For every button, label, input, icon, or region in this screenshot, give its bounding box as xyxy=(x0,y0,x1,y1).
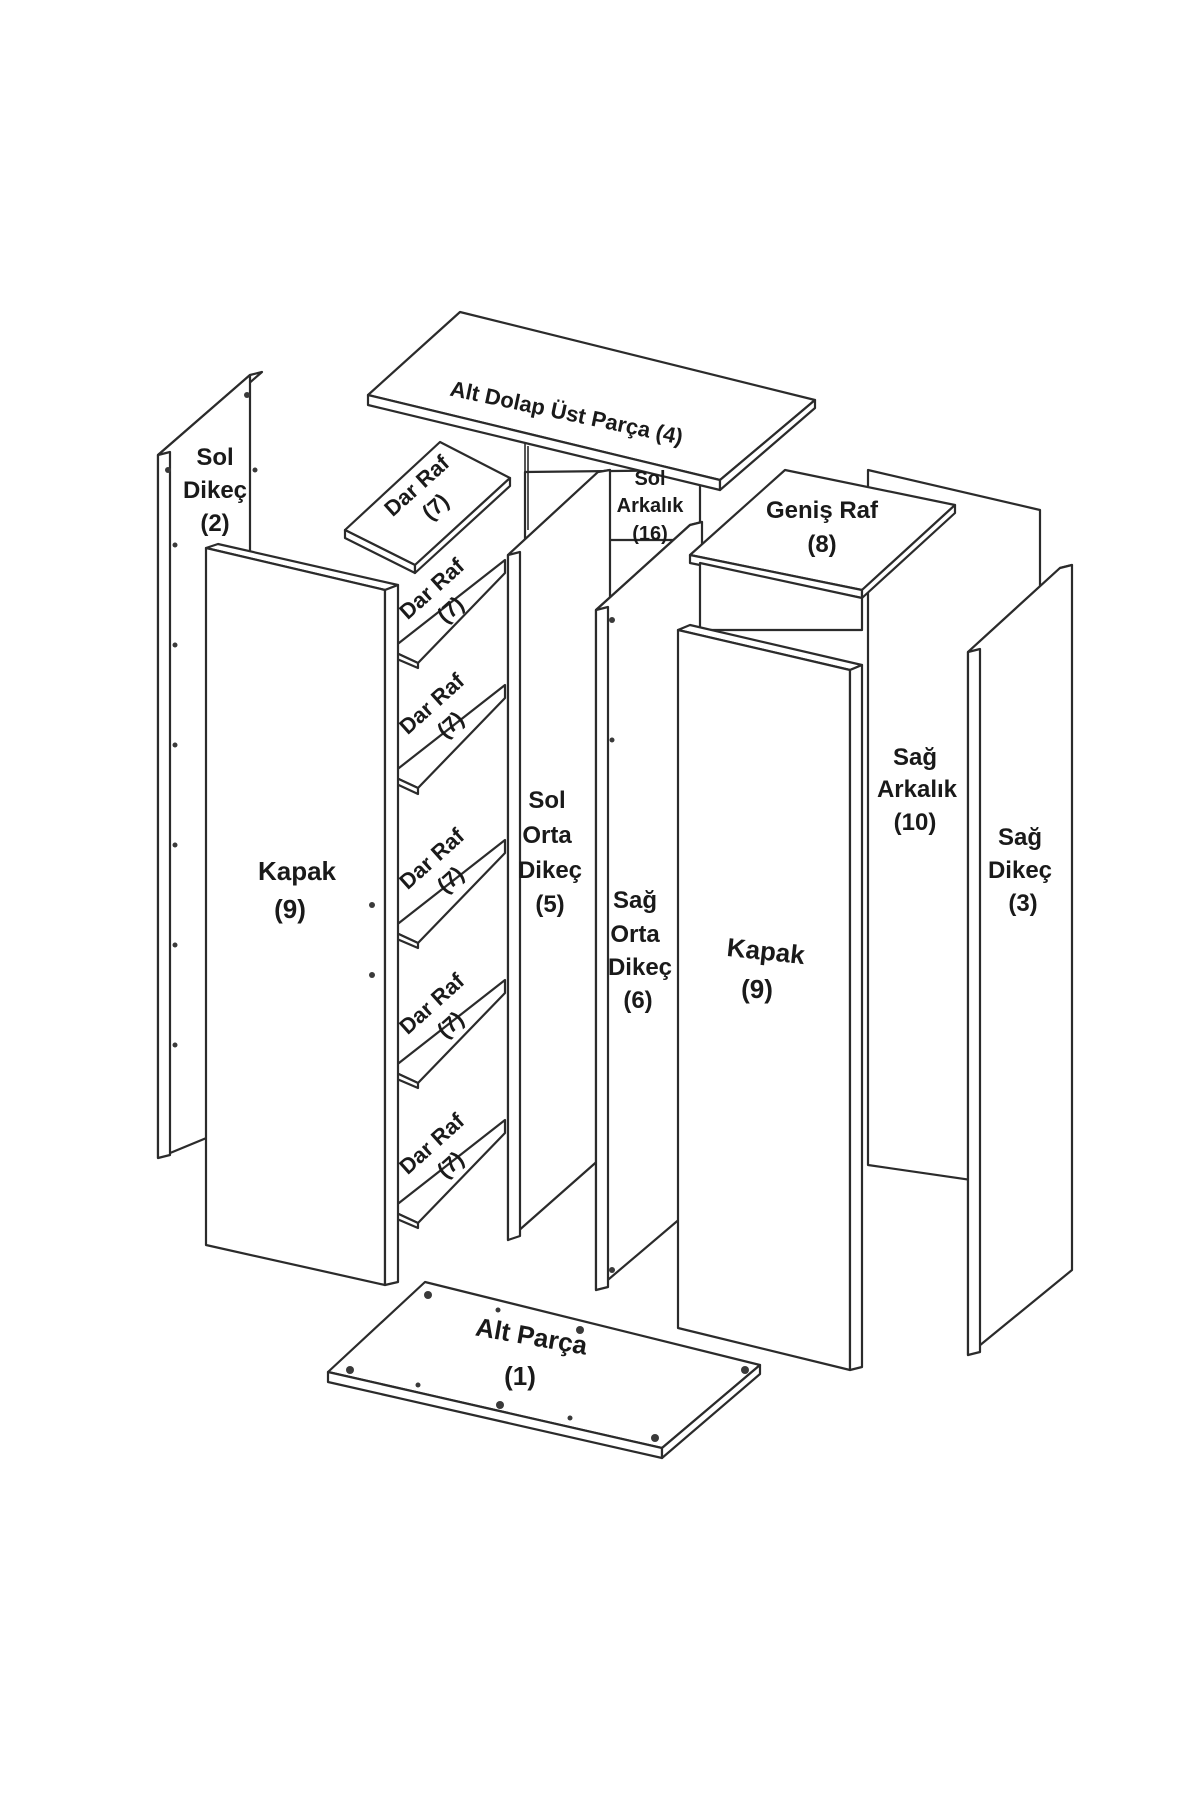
sag-dikec-panel xyxy=(966,563,1074,1357)
svg-text:Orta: Orta xyxy=(522,822,572,849)
label-sol-arkalik: Sol Arkalık (16) xyxy=(617,468,685,545)
svg-text:Kapak: Kapak xyxy=(258,856,337,886)
svg-text:(16): (16) xyxy=(632,523,668,545)
label-kapak-left: Kapak (9) xyxy=(258,856,337,924)
svg-text:(1): (1) xyxy=(504,1361,536,1391)
svg-text:Dikeç: Dikeç xyxy=(608,954,672,981)
svg-text:Sağ: Sağ xyxy=(613,887,657,914)
label-sag-dikec: Sağ Dikeç (3) xyxy=(988,824,1052,917)
svg-text:Sağ: Sağ xyxy=(893,744,937,771)
svg-text:(9): (9) xyxy=(741,974,773,1004)
svg-text:Sol: Sol xyxy=(634,468,665,490)
label-sol-dikec: Sol Dikeç (2) xyxy=(183,444,247,537)
ust-parca-panel xyxy=(366,310,817,540)
dar-raf-shelf-top xyxy=(343,440,512,575)
svg-text:Geniş Raf: Geniş Raf xyxy=(766,497,879,524)
dar-raf-shelf-stack xyxy=(388,558,507,1230)
label-sag-orta-dikec: Sağ Orta Dikeç (6) xyxy=(608,887,672,1014)
svg-text:(5): (5) xyxy=(535,891,564,918)
svg-text:Arkalık: Arkalık xyxy=(617,495,685,517)
svg-text:Dikeç: Dikeç xyxy=(988,857,1052,884)
svg-text:Sağ: Sağ xyxy=(998,824,1042,851)
kapak-right-panel xyxy=(676,623,864,1372)
svg-text:Sol: Sol xyxy=(196,444,233,471)
label-sol-orta-dikec: Sol Orta Dikeç (5) xyxy=(518,787,582,918)
svg-text:Arkalık: Arkalık xyxy=(877,776,958,803)
svg-text:Dikeç: Dikeç xyxy=(518,857,582,884)
alt-parca-panel xyxy=(326,1280,762,1460)
sol-orta-dikec-panel xyxy=(506,468,612,1242)
kapak-left-panel xyxy=(204,542,400,1287)
label-genis-raf: Geniş Raf (8) xyxy=(766,497,879,558)
svg-text:(6): (6) xyxy=(623,987,652,1014)
svg-text:(2): (2) xyxy=(200,510,229,537)
sag-orta-dikec-panel xyxy=(594,520,704,1292)
svg-text:(9): (9) xyxy=(274,894,306,924)
svg-text:Dikeç: Dikeç xyxy=(183,477,247,504)
svg-text:Sol: Sol xyxy=(528,787,565,814)
svg-text:(3): (3) xyxy=(1008,890,1037,917)
svg-text:(8): (8) xyxy=(807,531,836,558)
genis-raf-shelf xyxy=(688,468,957,632)
svg-text:Orta: Orta xyxy=(610,921,660,948)
svg-text:(10): (10) xyxy=(894,809,937,836)
label-sag-arkalik: Sağ Arkalık (10) xyxy=(877,744,958,836)
label-kapak-right: Kapak (9) xyxy=(726,932,807,1004)
